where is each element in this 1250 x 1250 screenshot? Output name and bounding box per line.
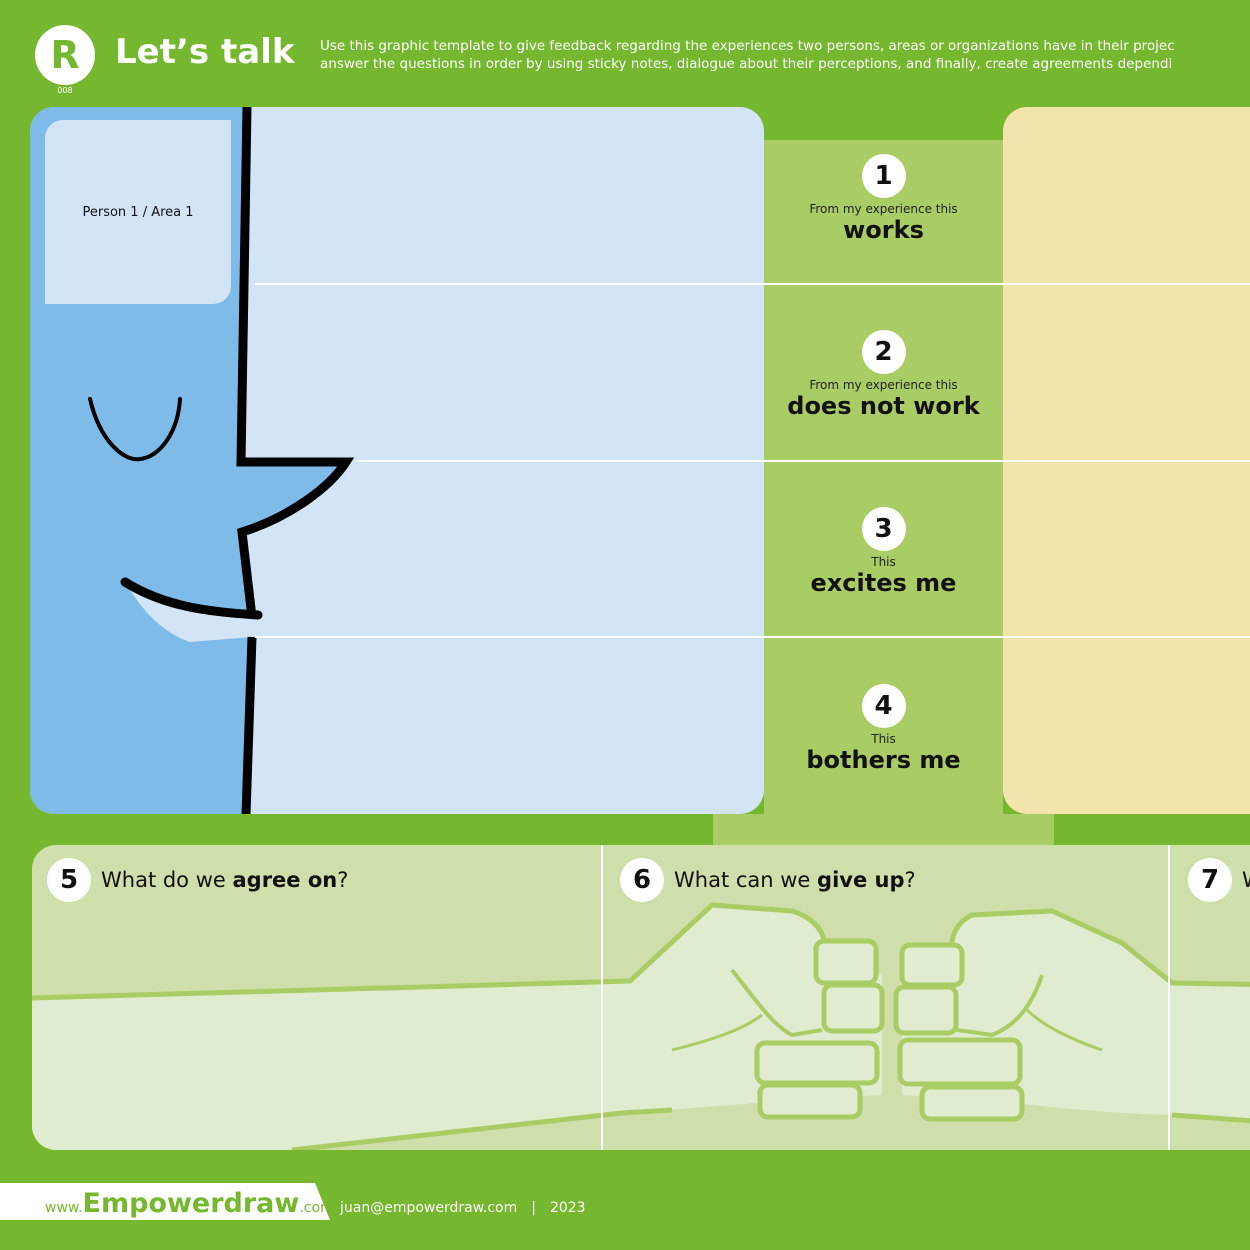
- question-4-big: bothers me: [806, 746, 961, 774]
- question-6-text: What can we give up?: [674, 868, 916, 892]
- question-6-number: 6: [620, 858, 664, 902]
- questions-column-extension: [713, 814, 1054, 845]
- fist-bump-icon: [32, 902, 1250, 1150]
- intro-line-1: Use this graphic template to give feedba…: [320, 38, 1175, 54]
- question-4: 4 This bothers me: [764, 684, 1003, 774]
- intro-line-2: answer the questions in order by using s…: [320, 56, 1173, 72]
- footer-com: .com: [299, 1200, 334, 1216]
- question-3: 3 This excites me: [764, 507, 1003, 597]
- row-divider-1: [255, 283, 1250, 285]
- row-divider-2: [358, 460, 1250, 462]
- question-2-small: From my experience this: [809, 378, 958, 392]
- question-4-number: 4: [861, 684, 906, 728]
- question-1-big: works: [843, 216, 924, 244]
- footer-separator: |: [531, 1200, 536, 1216]
- question-1-number: 1: [861, 154, 906, 198]
- intro-text: Use this graphic template to give feedba…: [320, 37, 1250, 77]
- question-5-number: 5: [47, 858, 91, 902]
- footer-info: juan@empowerdraw.com | 2023: [340, 1200, 586, 1216]
- footer-brand-name: Empowerdraw: [82, 1188, 300, 1219]
- question-5: 5 What do we agree on?: [47, 858, 348, 902]
- logo-badge: R: [35, 25, 95, 85]
- agreements-section: 5 What do we agree on? 6 What can we giv…: [32, 845, 1250, 1150]
- question-5-text: What do we agree on?: [101, 868, 349, 892]
- name-label: Person 1 / Area 1: [82, 204, 194, 220]
- footer-email[interactable]: juan@empowerdraw.com: [340, 1200, 518, 1216]
- question-7-number: 7: [1188, 858, 1232, 902]
- footer-year: 2023: [549, 1200, 586, 1216]
- page-title: Let’s talk: [115, 32, 295, 72]
- question-7-text: W: [1242, 868, 1250, 892]
- question-1-small: From my experience this: [809, 202, 958, 216]
- question-3-big: excites me: [810, 569, 957, 597]
- name-label-box[interactable]: Person 1 / Area 1: [45, 120, 231, 304]
- logo-code: 008: [57, 86, 73, 95]
- question-2-big: does not work: [787, 392, 980, 420]
- question-3-number: 3: [861, 507, 906, 551]
- question-7: 7 W: [1188, 858, 1250, 902]
- logo-letter: R: [50, 33, 80, 77]
- footer-brand-bg: [0, 1183, 330, 1220]
- question-1: 1 From my experience this works: [764, 154, 1003, 244]
- footer-brand[interactable]: www. Empowerdraw .com: [45, 1188, 334, 1219]
- question-3-small: This: [871, 555, 896, 569]
- question-2: 2 From my experience this does not work: [764, 330, 1003, 420]
- footer-www: www.: [45, 1200, 83, 1216]
- question-6: 6 What can we give up?: [620, 858, 916, 902]
- question-2-number: 2: [861, 330, 906, 374]
- row-divider-3: [255, 636, 1250, 638]
- question-4-small: This: [871, 732, 896, 746]
- section-divider-2: [1168, 845, 1170, 1150]
- section-divider-1: [601, 845, 603, 1150]
